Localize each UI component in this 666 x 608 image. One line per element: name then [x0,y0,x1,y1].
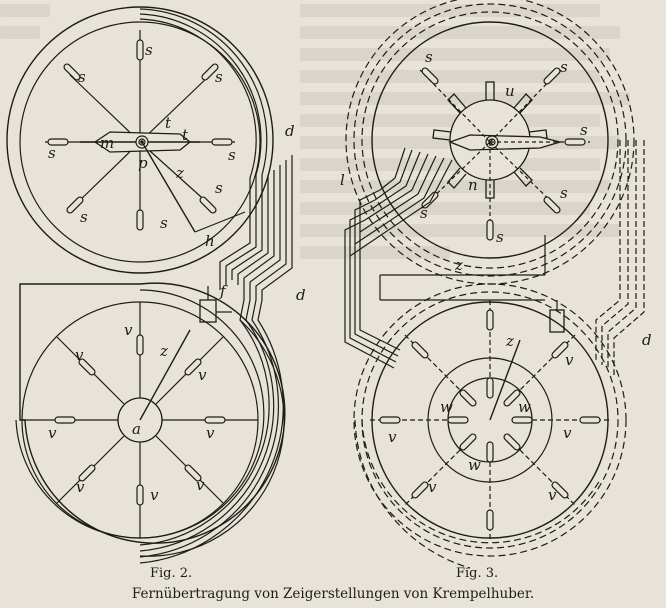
fig2-label-d: d [285,122,295,140]
fig2-label-v: v [48,424,57,442]
fig3-relay-box [549,309,565,333]
plate-title: Fernübertragung von Zeigerstellungen von… [131,586,535,602]
fig2-label-z: z [159,342,168,360]
fig2-caption: Fig. 2. [150,566,193,581]
fig2-label-s: s [228,146,236,164]
fig2-label-s: s [78,68,86,86]
fig2-label-s: s [145,41,153,59]
fig3-caption: Fig. 3. [456,566,499,581]
fig2-label-t: t [182,126,189,144]
fig3-label-n: n [468,176,478,194]
fig2-label-s: s [48,144,56,162]
fig3-label-l: l [340,171,345,189]
fig3-labels: s s s s s s u n l z z d w w w v v v v v [340,48,652,504]
fig2-label-v: v [76,478,85,496]
fig2-upper-dial-inner [19,21,261,263]
fig2-labels: s s s s s s s s t t m p z h d d f z a v … [48,41,306,504]
fig2-label-d: d [296,286,306,304]
fig2-label-f: f [219,282,228,300]
fig3-label-d: d [642,331,652,349]
fig3-label-v: v [548,486,557,504]
fig2-label-t: t [165,114,172,132]
fig2-label-s: s [215,179,223,197]
fig3-label-v: v [428,478,437,496]
fig2-label-v: v [75,346,84,364]
fig3-label-s: s [496,228,504,246]
fig2-label-v: v [150,486,159,504]
fig3-star-wheel-teeth [432,81,548,199]
fig3-label-w: w [468,456,481,474]
fig2-label-v: v [124,321,133,339]
fig3-label-z: z [454,256,463,274]
fig2-diagram [6,6,293,564]
fig2-label-z: z [175,164,184,182]
fig2-label-v: v [196,476,205,494]
fig2-label-a: a [132,420,141,438]
fig3-label-s: s [420,204,428,222]
fig2-label-s: s [160,214,168,232]
fig2-label-m: m [100,134,114,152]
fig2-label-v: v [198,366,207,384]
fig3-label-z: z [505,332,514,350]
fig3-label-w: w [518,398,531,416]
fig3-diagram [344,0,645,569]
fig2-lower-dial-outer [19,282,286,544]
fig3-label-u: u [505,82,515,100]
fig2-label-h: h [205,232,215,250]
fig3-label-v: v [388,428,397,446]
fig2-upper-dial-outer [6,6,274,274]
fig2-label-s: s [80,208,88,226]
fig2-label-s: s [215,68,223,86]
fig3-label-s: s [580,121,588,139]
fig3-upper-dial-outer [371,21,609,259]
fig3-label-s: s [560,184,568,202]
fig2-label-p: p [138,154,148,172]
fig3-label-v: v [565,351,574,369]
fig3-label-s: s [560,58,568,76]
fig3-label-v: v [563,424,572,442]
fig3-label-w: w [440,398,453,416]
fig3-label-s: s [425,48,433,66]
fig2-label-v: v [206,424,215,442]
